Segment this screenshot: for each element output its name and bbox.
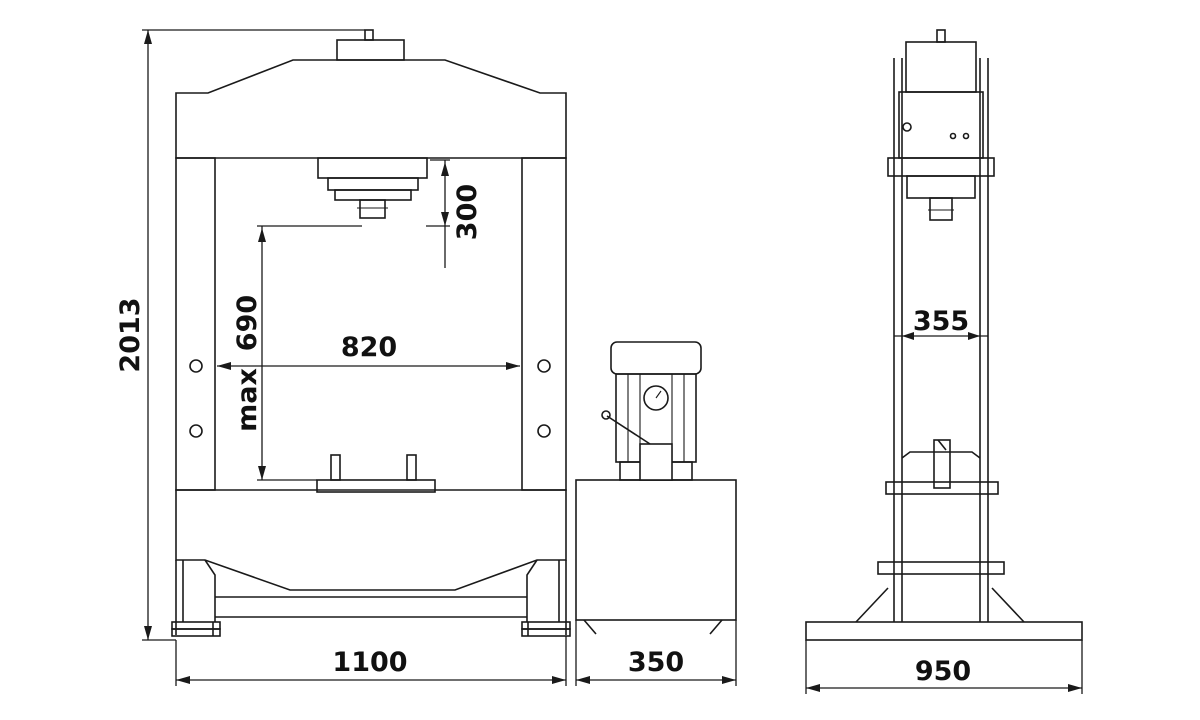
right-foot bbox=[521, 621, 571, 630]
column-hole bbox=[537, 359, 551, 373]
label-pump-width: 350 bbox=[628, 647, 684, 678]
label-max-value: 690 bbox=[232, 295, 263, 351]
pump-unit bbox=[575, 341, 737, 635]
side-housing bbox=[898, 91, 984, 159]
bed-beam bbox=[175, 489, 567, 591]
side-table bbox=[901, 451, 981, 459]
column-hole bbox=[189, 424, 203, 438]
cylinder-cap bbox=[336, 39, 405, 61]
label-side-base: 950 bbox=[915, 656, 971, 687]
bed-plate bbox=[316, 479, 436, 493]
left-leg bbox=[175, 559, 216, 635]
valve-block bbox=[639, 443, 673, 481]
left-column bbox=[175, 157, 216, 491]
label-max-prefix: max bbox=[232, 368, 263, 432]
press-head bbox=[317, 157, 428, 179]
side-ram bbox=[929, 197, 953, 221]
column-hole bbox=[189, 359, 203, 373]
right-column bbox=[521, 157, 567, 491]
pump-tank bbox=[575, 479, 737, 621]
label-frame-width: 1100 bbox=[332, 647, 407, 678]
side-top-crossbar bbox=[887, 157, 995, 177]
side-cylinder bbox=[905, 41, 977, 93]
side-lower-crossbar bbox=[877, 561, 1005, 575]
press-head-plate bbox=[334, 189, 412, 201]
ram-piston bbox=[359, 199, 386, 219]
label-stroke: 300 bbox=[452, 184, 483, 240]
label-total-height: 2013 bbox=[115, 297, 146, 372]
press-head-lower bbox=[327, 177, 419, 191]
press-side-view bbox=[805, 29, 1083, 641]
column-hole bbox=[537, 424, 551, 438]
right-leg bbox=[526, 559, 567, 635]
bed-pin bbox=[330, 454, 341, 481]
side-bed bbox=[885, 481, 999, 495]
side-base bbox=[805, 621, 1083, 641]
press-top-crown bbox=[175, 59, 567, 159]
motor-cap bbox=[610, 341, 702, 375]
bed-pin bbox=[406, 454, 417, 481]
label-side-inner: 355 bbox=[913, 306, 969, 337]
dimension-lines bbox=[142, 29, 1083, 694]
cylinder-valve bbox=[364, 29, 374, 41]
label-inner-width: 820 bbox=[341, 332, 397, 363]
valve-lever bbox=[606, 415, 651, 445]
dimension-labels: 2013 300 max 690 820 1100 350 355 950 bbox=[115, 184, 971, 687]
press-front-view bbox=[171, 29, 571, 637]
